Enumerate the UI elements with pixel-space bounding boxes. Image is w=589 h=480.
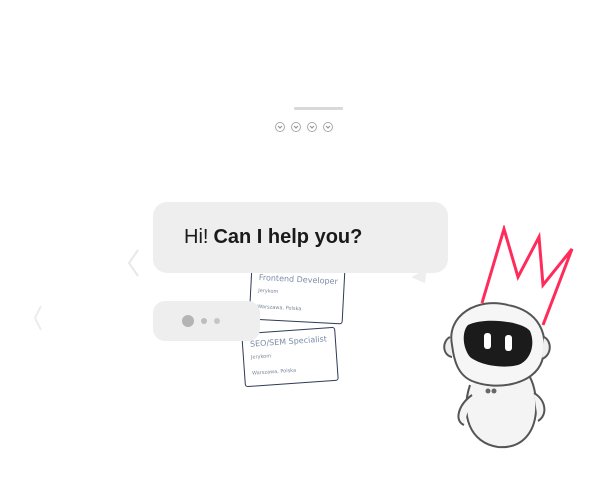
bubble-greeting: Hi! [184, 226, 209, 248]
job-title: Frontend Developer [258, 272, 338, 287]
chevron-down-icon [325, 125, 331, 129]
chevron-down-icon [293, 125, 299, 129]
typing-dot [214, 318, 220, 324]
bubble-question: Can I help you? [213, 226, 363, 248]
typing-indicator [153, 301, 260, 341]
robot-mascot[interactable] [438, 225, 578, 455]
job-location: Warszawa, Polska [251, 367, 297, 377]
job-location: Warszawa, Polska [257, 303, 302, 313]
job-title: SEO/SEM Specialist [249, 334, 328, 349]
job-company: Jerykom [250, 353, 272, 361]
job-card[interactable]: Frontend Developer Jerykom Warszawa, Pol… [248, 265, 346, 325]
pager-dot-4[interactable] [323, 122, 333, 132]
robot-icon [443, 302, 551, 449]
crown-icon [480, 225, 574, 326]
chat-bubble: Hi! Can I help you? [153, 202, 448, 273]
chevron-left-icon[interactable] [33, 304, 43, 332]
typing-dot [201, 318, 207, 324]
pager-dot-3[interactable] [307, 122, 317, 132]
pager-dot-1[interactable] [275, 122, 285, 132]
typing-dot [182, 315, 194, 327]
chevron-left-icon[interactable] [126, 248, 140, 278]
pager-dots [275, 122, 333, 132]
chevron-down-icon [277, 125, 283, 129]
top-divider [294, 107, 343, 110]
chevron-down-icon [309, 125, 315, 129]
pager-dot-2[interactable] [291, 122, 301, 132]
job-company: Jerykom [258, 287, 279, 296]
